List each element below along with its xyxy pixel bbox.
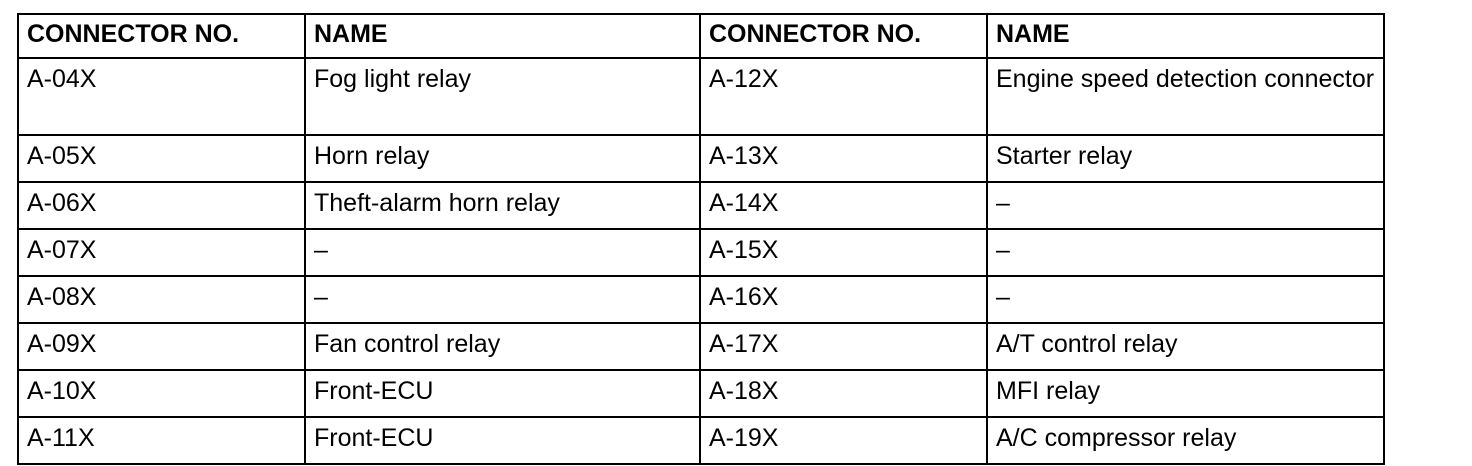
connector-no-cell: A-19X	[699, 416, 988, 465]
name-cell: Front-ECU	[304, 369, 701, 418]
name-cell: A/C compressor relay	[986, 416, 1385, 465]
connector-no-cell: A-15X	[699, 228, 988, 277]
connector-no-cell: A-05X	[17, 134, 306, 183]
name-cell: Horn relay	[304, 134, 701, 183]
name-cell: –	[986, 228, 1385, 277]
connector-no-cell: A-04X	[17, 57, 306, 136]
connector-no-cell: A-10X	[17, 369, 306, 418]
connector-no-cell: A-11X	[17, 416, 306, 465]
header-name-right: NAME	[986, 13, 1385, 59]
connector-no-cell: A-17X	[699, 322, 988, 371]
header-connector-no-left: CONNECTOR NO.	[17, 13, 306, 59]
name-cell: Fan control relay	[304, 322, 701, 371]
connector-no-cell: A-12X	[699, 57, 988, 136]
table-row: A-04X Fog light relay A-12X Engine speed…	[17, 57, 1385, 136]
table-row: A-10X Front-ECU A-18X MFI relay	[17, 369, 1385, 418]
connector-no-cell: A-08X	[17, 275, 306, 324]
table-row: A-05X Horn relay A-13X Starter relay	[17, 134, 1385, 183]
header-name-left: NAME	[304, 13, 701, 59]
connector-no-cell: A-14X	[699, 181, 988, 230]
connector-no-cell: A-09X	[17, 322, 306, 371]
name-cell: –	[304, 228, 701, 277]
name-cell: –	[986, 181, 1385, 230]
name-cell: Theft-alarm horn relay	[304, 181, 701, 230]
name-cell: Starter relay	[986, 134, 1385, 183]
table-row: A-07X – A-15X –	[17, 228, 1385, 277]
connector-no-cell: A-13X	[699, 134, 988, 183]
table-row: A-11X Front-ECU A-19X A/C compressor rel…	[17, 416, 1385, 465]
name-cell: MFI relay	[986, 369, 1385, 418]
name-cell: Front-ECU	[304, 416, 701, 465]
header-connector-no-right: CONNECTOR NO.	[699, 13, 988, 59]
name-cell: Engine speed detection connector	[986, 57, 1385, 136]
table-row: A-08X – A-16X –	[17, 275, 1385, 324]
connector-table: CONNECTOR NO. NAME CONNECTOR NO. NAME A-…	[17, 13, 1385, 465]
name-cell: Fog light relay	[304, 57, 701, 136]
connector-no-cell: A-16X	[699, 275, 988, 324]
name-cell: –	[304, 275, 701, 324]
name-cell: –	[986, 275, 1385, 324]
name-cell: A/T control relay	[986, 322, 1385, 371]
table-row: A-09X Fan control relay A-17X A/T contro…	[17, 322, 1385, 371]
connector-no-cell: A-18X	[699, 369, 988, 418]
connector-no-cell: A-07X	[17, 228, 306, 277]
table-row: A-06X Theft-alarm horn relay A-14X –	[17, 181, 1385, 230]
header-row: CONNECTOR NO. NAME CONNECTOR NO. NAME	[17, 13, 1385, 59]
connector-no-cell: A-06X	[17, 181, 306, 230]
